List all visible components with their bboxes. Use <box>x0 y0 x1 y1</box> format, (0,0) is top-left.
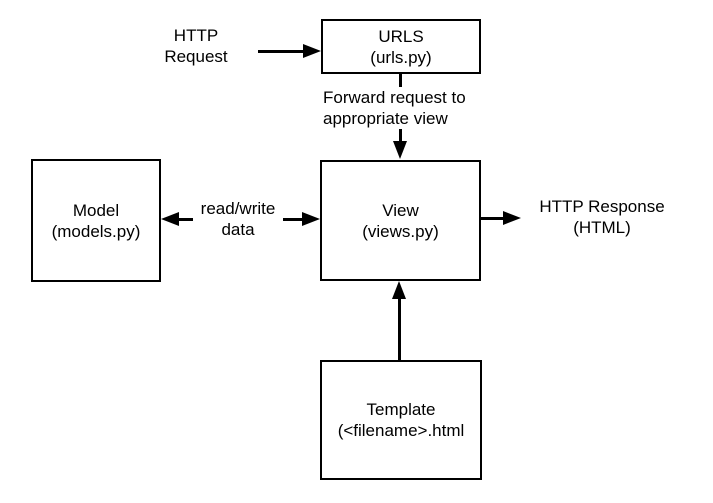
model-node-title: Model <box>72 200 120 220</box>
view-node-title: View <box>382 200 419 220</box>
template-node: Template (<filename>.html <box>320 360 482 480</box>
forward-request-label: Forward request to appropriate view <box>323 87 481 129</box>
template-to-view-arrow-shaft <box>398 297 401 360</box>
http-request-label-line1: HTTP <box>173 26 219 45</box>
view-to-response-arrow-shaft <box>481 217 504 220</box>
urls-to-view-arrowhead-icon <box>393 141 407 159</box>
http-request-label-line2: Request <box>164 47 228 66</box>
model-node-subtitle: (models.py) <box>51 221 141 241</box>
http-response-label: HTTP Response (HTML) <box>522 196 682 238</box>
read-write-data-label-line2: data <box>221 220 255 239</box>
http-request-arrowhead-icon <box>303 44 321 58</box>
http-response-label-line1: HTTP Response <box>539 197 665 216</box>
model-to-view-arrowhead-icon <box>302 212 320 226</box>
urls-node: URLS (urls.py) <box>321 19 481 74</box>
forward-request-label-line1: Forward request to <box>323 88 466 107</box>
template-node-title: Template <box>366 400 436 419</box>
view-node-subtitle: (views.py) <box>362 221 439 241</box>
template-node-subtitle: (<filename>.html <box>337 421 465 440</box>
view-to-model-arrowhead-icon <box>161 212 179 226</box>
view-to-response-arrowhead-icon <box>503 211 521 225</box>
read-write-data-label-line1: read/write <box>200 199 276 218</box>
urls-node-title: URLS <box>378 26 424 46</box>
read-write-data-label: read/write data <box>193 198 283 240</box>
view-node: View (views.py) <box>320 160 481 281</box>
urls-node-subtitle: (urls.py) <box>370 47 432 67</box>
template-to-view-arrowhead-icon <box>392 281 406 299</box>
http-response-label-line2: (HTML) <box>573 218 631 237</box>
http-request-label: HTTP Request <box>146 25 246 67</box>
model-node: Model (models.py) <box>31 159 161 282</box>
http-request-arrow-shaft <box>258 50 305 53</box>
forward-request-label-line2: appropriate view <box>323 109 448 128</box>
